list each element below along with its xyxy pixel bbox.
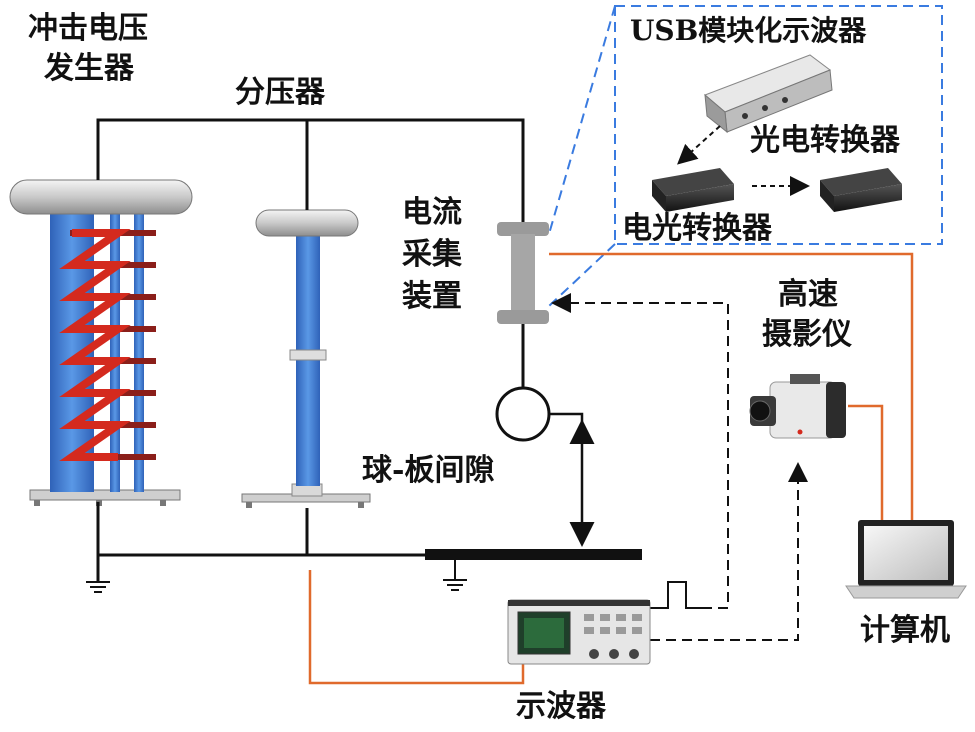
label-sphere-plate-gap: 球-板间隙 <box>362 453 495 488</box>
oscilloscope-icon <box>507 599 651 665</box>
label-computer: 计算机 <box>860 613 950 648</box>
arrow-usb-to-eo <box>677 125 721 165</box>
plate-electrode <box>425 549 642 560</box>
label-impulse-generator-line1: 冲击电压 <box>28 11 148 46</box>
gap-distance-arrow <box>549 412 595 547</box>
label-highspeed-camera-line1: 高速 <box>778 277 838 312</box>
label-usb-oscilloscope: USB模块化示波器 <box>630 14 867 47</box>
label-voltage-divider: 分压器 <box>235 75 325 110</box>
ground-icon <box>86 581 110 593</box>
usb-oscilloscope-icon <box>704 54 833 134</box>
label-current-collector-line1: 电流 <box>402 195 462 230</box>
signal-wires <box>308 252 914 685</box>
label-oe-converter: 光电转换器 <box>750 123 900 158</box>
label-eo-converter: 电光转换器 <box>622 211 772 246</box>
trigger-signal-path <box>551 293 808 641</box>
laptop-icon <box>845 520 967 599</box>
generator-top-electrode <box>9 179 193 215</box>
generator-column <box>134 210 144 492</box>
label-highspeed-camera-line2: 摄影仪 <box>762 317 852 352</box>
camera-icon <box>749 374 846 439</box>
impulse-generator <box>9 179 193 506</box>
label-impulse-generator-line2: 发生器 <box>44 51 134 86</box>
converter-box-icon <box>652 168 734 212</box>
label-current-collector-line2: 采集 <box>402 237 462 272</box>
voltage-divider <box>241 209 371 508</box>
converter-box-icon <box>820 168 902 212</box>
generator-base <box>29 489 181 501</box>
usb-module-box <box>548 5 943 307</box>
generator-zigzag <box>59 229 131 461</box>
label-oscilloscope: 示波器 <box>516 689 606 724</box>
generator-column <box>110 210 120 492</box>
label-current-collector-line3: 装置 <box>402 279 462 314</box>
ground-icon <box>443 560 467 591</box>
main-wires <box>96 118 525 582</box>
current-collector-device <box>497 222 549 324</box>
sphere-electrode <box>495 386 551 442</box>
divider-top-electrode <box>255 209 359 237</box>
